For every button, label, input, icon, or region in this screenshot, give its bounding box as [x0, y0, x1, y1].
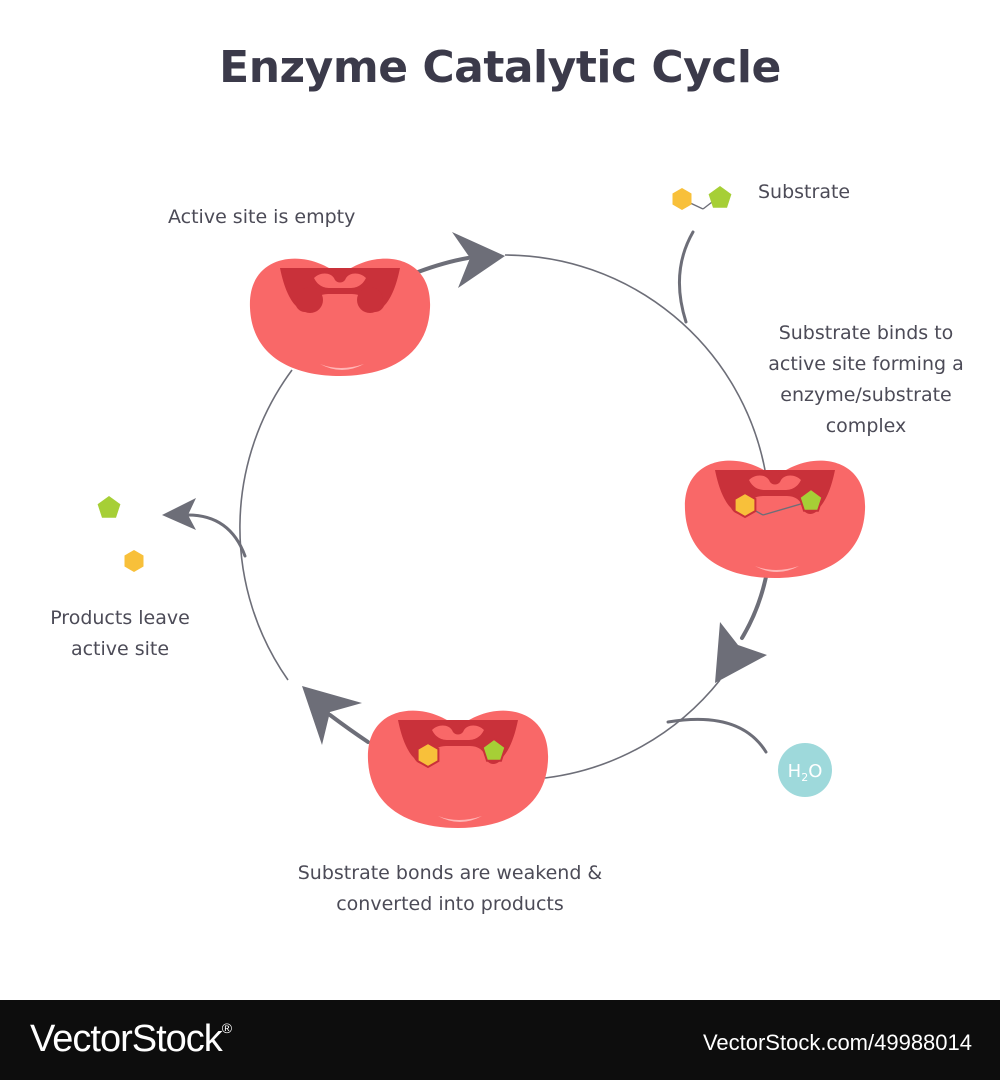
label-active-site-empty: Active site is empty	[168, 206, 356, 228]
product-hexagon-icon	[124, 550, 144, 572]
substrate-hexagon-icon	[672, 188, 692, 210]
water-incoming-line	[666, 717, 768, 754]
watermark-footer: VectorStock® VectorStock.com/49988014	[0, 1000, 1000, 1080]
arrow-to-ring-top	[416, 232, 505, 288]
label-substrate-binds-line-1: Substrate binds to	[778, 322, 954, 344]
products-arrow	[162, 498, 247, 558]
diagram-canvas: H2O	[30, 42, 980, 920]
label-products-leave: Products leave active site	[30, 603, 210, 665]
diagram-title: Enzyme Catalytic Cycle	[219, 42, 781, 93]
label-substrate: Substrate	[758, 181, 851, 203]
enzyme-empty	[249, 258, 431, 376]
product-pentagon-icon	[97, 496, 121, 518]
enzyme-substrate-complex	[684, 460, 866, 578]
label-products-leave-line-1: Products leave	[50, 607, 190, 629]
substrate-incoming-line	[677, 230, 695, 324]
vectorstock-logo: VectorStock®	[30, 1018, 232, 1061]
label-substrate-binds-line-4: complex	[825, 415, 907, 437]
label-substrate-binds-line-2: active site forming a	[768, 353, 964, 375]
svg-text:H2O: H2O	[788, 761, 823, 784]
label-substrate-binds: Substrate binds to active site forming a…	[752, 318, 980, 442]
label-products-leave-line-2: active site	[70, 638, 170, 660]
brand-registered-mark: ®	[221, 1020, 232, 1036]
cycle-ring	[239, 254, 766, 779]
label-substrate-binds-line-3: enzyme/substrate	[780, 384, 952, 406]
substrate-pentagon-icon	[708, 186, 732, 208]
water-molecule: H2O	[778, 743, 832, 797]
cycle-diagram: H2O	[97, 186, 866, 828]
brand-name: VectorStock	[30, 1018, 223, 1060]
stock-image-id: VectorStock.com/49988014	[702, 1030, 972, 1055]
substrate-molecule	[672, 186, 732, 210]
label-bonds-weakened-line-1: Substrate bonds are weakend &	[297, 862, 603, 884]
arrow-left-up	[302, 686, 370, 745]
label-bonds-weakened: Substrate bonds are weakend & converted …	[260, 858, 640, 920]
arrow-right-down	[715, 570, 769, 683]
label-bonds-weakened-line-2: converted into products	[336, 893, 564, 915]
enzyme-bonds-weakened	[367, 710, 549, 828]
